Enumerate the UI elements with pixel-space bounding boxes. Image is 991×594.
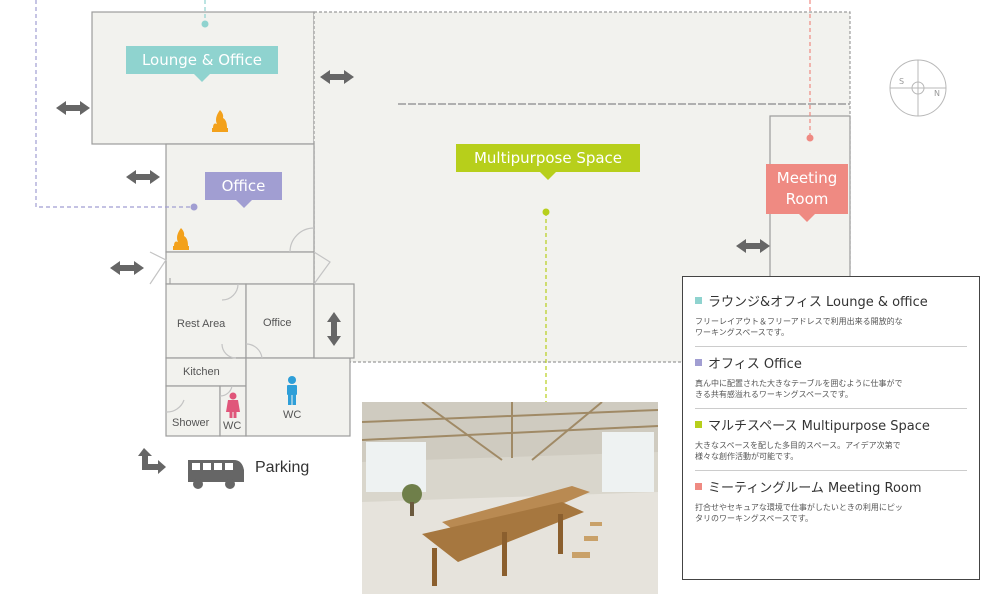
double-arrow-icon — [327, 312, 341, 346]
double-arrow-icon — [126, 170, 160, 184]
multipurpose-label: Multipurpose Space — [456, 144, 640, 180]
double-arrow-icons — [56, 70, 770, 346]
legend-item-office: オフィス Office 真ん中に配置された大きなテーブルを囲むように仕事がで き… — [695, 347, 967, 409]
svg-text:N: N — [934, 89, 940, 98]
car-icon — [188, 460, 244, 489]
wc-small-label: WC — [223, 420, 242, 432]
legend-swatch — [695, 359, 702, 366]
office-label: Office — [205, 172, 282, 208]
female-icon — [226, 392, 240, 418]
multipurpose-photo — [362, 402, 658, 594]
leader-lines — [35, 0, 811, 412]
legend-desc: 打合せやセキュアな環境で仕事がしたいときの利用にピッ タリのワーキングスペースで… — [695, 503, 903, 523]
lounge-label: Lounge & Office — [126, 46, 278, 82]
legend-title: ミーティングルーム Meeting Room — [708, 481, 922, 496]
parking-label: Parking — [255, 459, 310, 476]
legend-desc: 真ん中に配置された大きなテーブルを囲むように仕事がで きる共有感溢れるワーキング… — [695, 379, 903, 399]
turn-arrow-icon — [138, 448, 166, 474]
legend-swatch — [695, 297, 702, 304]
rest-area-label: Rest Area — [177, 318, 226, 330]
legend-panel: ラウンジ&オフィス Lounge & office フリーレイアウト＆フリーアド… — [682, 276, 980, 580]
fireplace-icon — [212, 110, 228, 132]
shower-label: Shower — [172, 417, 210, 429]
door-swings — [149, 227, 331, 413]
meeting-label: Meeting Room — [766, 164, 848, 222]
legend-desc: 大きなスペースを配した多目的スペース。アイデア次第で 様々な創作活動が可能です。 — [695, 441, 901, 461]
legend-item-meeting: ミーティングルーム Meeting Room 打合せやセキュアな環境で仕事がした… — [695, 471, 967, 532]
legend-item-multipurpose: マルチスペース Multipurpose Space 大きなスペースを配した多目… — [695, 409, 967, 471]
legend-title: ラウンジ&オフィス Lounge & office — [708, 295, 928, 310]
legend-swatch — [695, 421, 702, 428]
double-arrow-icon — [110, 261, 144, 275]
legend-item-lounge: ラウンジ&オフィス Lounge & office フリーレイアウト＆フリーアド… — [695, 285, 967, 347]
double-arrow-icon — [320, 70, 354, 84]
male-icon — [287, 376, 297, 405]
kitchen-label: Kitchen — [183, 366, 220, 378]
office-small-area — [245, 283, 315, 359]
floor-areas — [91, 11, 851, 437]
legend-title: マルチスペース Multipurpose Space — [708, 419, 930, 434]
legend-desc: フリーレイアウト＆フリーアドレスで利用出来る開放的な ワーキングスペースです。 — [695, 317, 903, 337]
double-arrow-icon — [56, 101, 90, 115]
compass-icon: S N — [889, 59, 947, 117]
office-small-label: Office — [263, 317, 292, 329]
corridor-area — [165, 251, 315, 285]
svg-text:S: S — [899, 77, 904, 86]
wc-large-label: WC — [283, 409, 302, 421]
legend-title: オフィス Office — [708, 357, 802, 372]
fireplace-icon — [173, 228, 189, 250]
double-arrow-icon — [736, 239, 770, 253]
legend-swatch — [695, 483, 702, 490]
wc-large-area — [245, 357, 351, 437]
